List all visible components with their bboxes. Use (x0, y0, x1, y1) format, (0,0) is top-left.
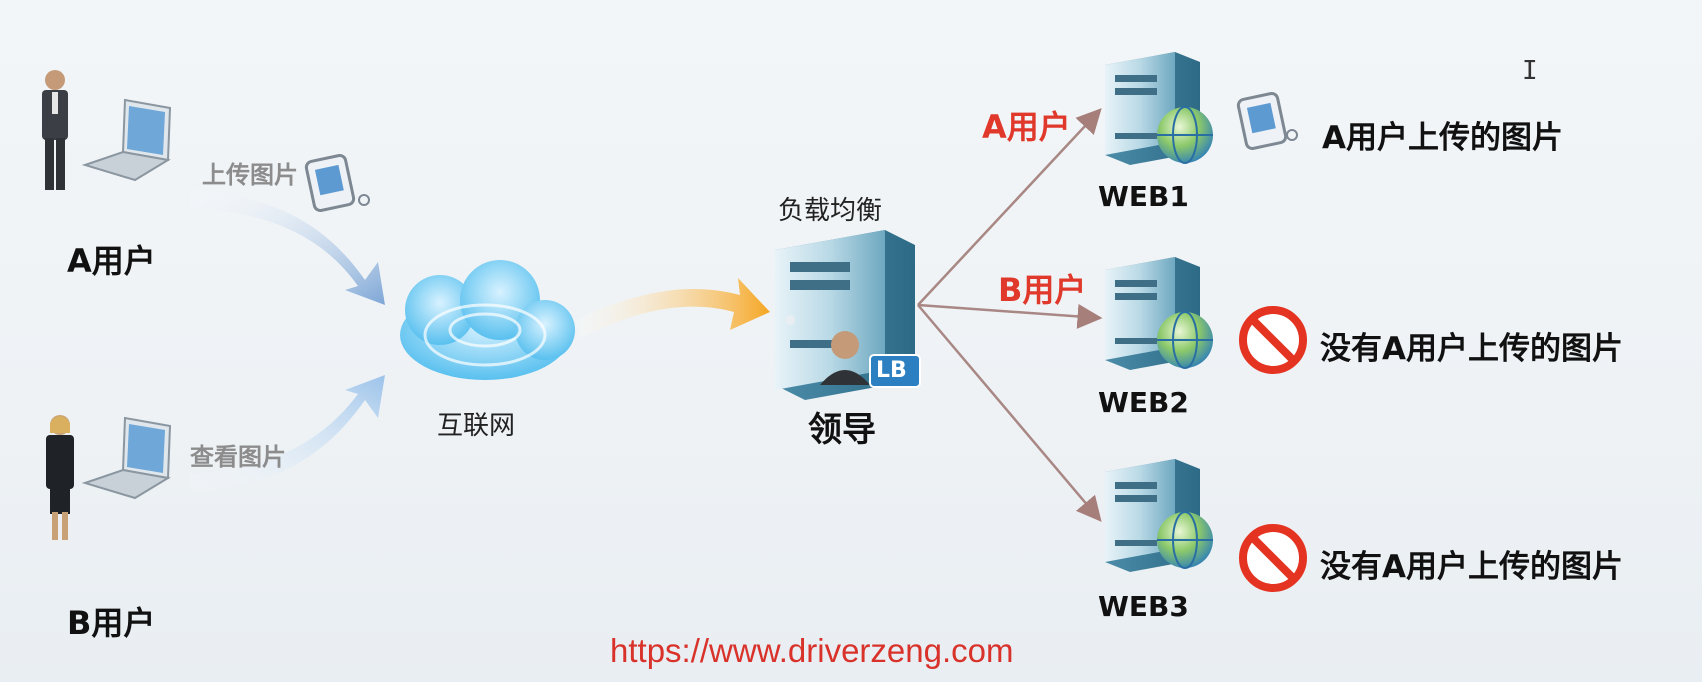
internet-cloud-icon (400, 260, 575, 380)
text-cursor-icon: I (1522, 56, 1538, 86)
internet-label: 互联网 (437, 411, 516, 441)
upload-label: 上传图片 (202, 161, 298, 189)
route-line-web2 (917, 303, 1103, 329)
watermark-url: https://www.driverzeng.com (610, 632, 1014, 669)
user-a-laptop-icon (81, 98, 172, 182)
user-b-label: B用户 (67, 604, 156, 642)
leader-person-icon (820, 331, 870, 385)
web2-label: WEB2 (1098, 386, 1189, 419)
web1-label: WEB1 (1098, 180, 1189, 213)
lb-badge (869, 354, 921, 388)
view-arrow (190, 375, 385, 492)
upload-arrow (190, 190, 385, 305)
route-line-web3 (917, 304, 1102, 522)
user-b-person-icon (46, 415, 74, 540)
web1-result: A用户上传的图片 (1322, 120, 1563, 156)
view-label: 查看图片 (190, 443, 286, 471)
internet-to-lb-arrow (575, 278, 770, 338)
user-b-laptop-icon (81, 416, 172, 500)
route-label-b: B用户 (998, 271, 1087, 309)
lb-badge-text: LB (876, 358, 907, 383)
upload-picture-icon (304, 154, 370, 212)
prohibited-icon-web2 (1239, 306, 1307, 374)
route-label-a: A用户 (982, 108, 1071, 146)
leader-label: 领导 (808, 410, 876, 450)
user-a-label: A用户 (67, 242, 156, 280)
user-a-person-icon (42, 70, 68, 190)
picture-icon (1236, 92, 1298, 150)
route-line-web1 (917, 108, 1102, 306)
load-balancer-title: 负载均衡 (778, 196, 883, 226)
web3-label: WEB3 (1098, 590, 1189, 623)
prohibited-icon-web3 (1239, 524, 1307, 592)
web3-globe-icon (1157, 511, 1213, 569)
web2-globe-icon (1157, 311, 1213, 369)
web3-result: 没有A用户上传的图片 (1320, 549, 1623, 585)
web1-globe-icon (1157, 106, 1213, 164)
web2-result: 没有A用户上传的图片 (1320, 331, 1623, 367)
